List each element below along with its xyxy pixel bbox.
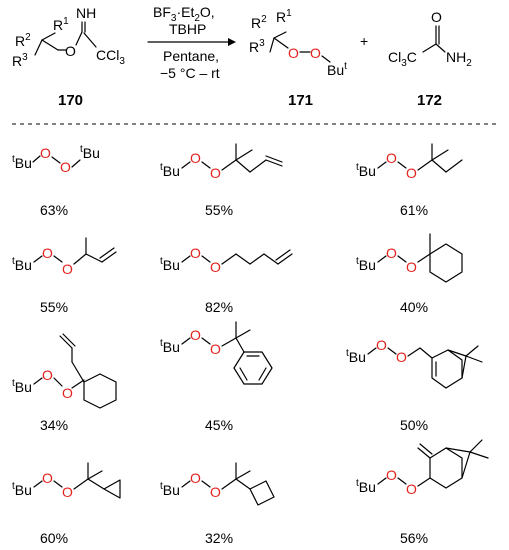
oxygen-b: O [62, 261, 73, 277]
tbu-label: tBu [356, 162, 376, 179]
example-12-structure: tBu O O [356, 439, 489, 497]
compound-number-172: 172 [417, 92, 442, 109]
tbu-label: tBu [12, 378, 32, 395]
oxygen-b: O [210, 259, 221, 275]
oxygen-a: O [190, 470, 201, 486]
tbu-label: tBu [12, 481, 32, 498]
oxygen-a: O [40, 145, 51, 161]
example-2-structure: tBu O O [160, 143, 283, 181]
yield-3: 61% [400, 202, 428, 218]
example-10-structure: tBu O O [12, 462, 121, 500]
oxygen-a: O [42, 470, 53, 486]
yield-12: 56% [400, 530, 428, 546]
condition-bf3: BF3·Et2O, [153, 4, 215, 24]
oxygen-a: O [190, 327, 201, 343]
condition-tbhp: TBHP [169, 21, 206, 37]
example-8-structure: tBu O O [160, 321, 273, 385]
oxygen-b: O [60, 159, 71, 175]
oxygen-a: O [190, 245, 201, 261]
oxygen-b: O [210, 484, 221, 500]
oxygen-a: O [386, 245, 397, 261]
example-11-structure: tBu O O [160, 462, 275, 506]
tbutyl-label-product: But [327, 61, 347, 78]
nh2-group: NH2 [446, 49, 472, 69]
product-171: R2 R1 R3 O O But 171 [249, 8, 347, 109]
oxygen-b: O [406, 481, 417, 497]
ccl3-group: CCl3 [96, 47, 125, 67]
yield-8: 45% [205, 417, 233, 433]
yield-4: 55% [40, 299, 68, 315]
r3-label: R3 [12, 52, 28, 69]
amide-oxygen: O [431, 9, 442, 25]
yield-10: 60% [40, 530, 68, 546]
oxygen-b: O [210, 341, 221, 357]
r2-label-product: R2 [251, 14, 267, 31]
oxygen-a: O [386, 150, 397, 166]
oxygen-b: O [62, 385, 73, 401]
compound-number-171: 171 [288, 92, 313, 109]
oxygen-a: O [386, 467, 397, 483]
yield-1: 63% [40, 202, 68, 218]
yield-7: 34% [40, 417, 68, 433]
tbu-label: tBu [160, 481, 180, 498]
ester-oxygen: O [65, 43, 76, 59]
example-5-structure: tBu O O [160, 245, 293, 275]
yield-5: 82% [205, 299, 233, 315]
oxygen-a: O [42, 367, 53, 383]
example-4-structure: tBu O O [12, 237, 117, 277]
oxygen-a: O [42, 245, 53, 261]
oxygen-b: O [62, 484, 73, 500]
plus-sign: + [360, 33, 368, 49]
peroxide-oxygen-2: O [310, 45, 321, 61]
tbu-label: tBu [356, 256, 376, 273]
example-9-structure: tBu O O [346, 337, 483, 389]
example-3-structure: tBu O O [356, 143, 463, 181]
tbu-label: tBu [12, 256, 32, 273]
oxygen-b: O [406, 165, 417, 181]
yield-6: 40% [400, 299, 428, 315]
oxygen-b: O [210, 165, 221, 181]
compound-number-170: 170 [58, 92, 83, 109]
byproduct-172: O Cl3C NH2 172 [388, 9, 472, 109]
oxygen-b: O [396, 349, 407, 365]
tbu-label: tBu [80, 144, 100, 161]
yield-11: 32% [205, 530, 233, 546]
oxygen-a: O [376, 337, 387, 353]
tbu-label: tBu [346, 348, 366, 365]
yield-2: 55% [205, 202, 233, 218]
peroxide-oxygen-1: O [288, 45, 299, 61]
tbu-label: tBu [160, 256, 180, 273]
condition-temp: −5 °C – rt [160, 65, 220, 81]
reactant-170: R2 R1 R3 O NH CCl3 170 [12, 5, 125, 109]
tbu-label: tBu [160, 162, 180, 179]
example-7-structure: tBu O O [12, 333, 117, 409]
oxygen-a: O [190, 150, 201, 166]
oxygen-b: O [406, 259, 417, 275]
r1-label-product: R1 [276, 8, 292, 25]
tbu-label: tBu [356, 478, 376, 495]
r1-label: R1 [53, 16, 69, 33]
yield-9: 50% [400, 417, 428, 433]
cl3c-group: Cl3C [388, 49, 417, 69]
tbu-label: tBu [160, 338, 180, 355]
reaction-arrow: BF3·Et2O, TBHP Pentane, −5 °C – rt [147, 4, 236, 81]
r2-label: R2 [15, 32, 31, 49]
tbu-label: tBu [12, 154, 32, 171]
imine-nh: NH [76, 5, 96, 21]
example-6-structure: tBu O O [356, 233, 463, 283]
example-1-structure: tBu O O tBu [12, 144, 100, 175]
condition-solvent: Pentane, [163, 48, 219, 64]
r3-label-product: R3 [249, 38, 265, 55]
